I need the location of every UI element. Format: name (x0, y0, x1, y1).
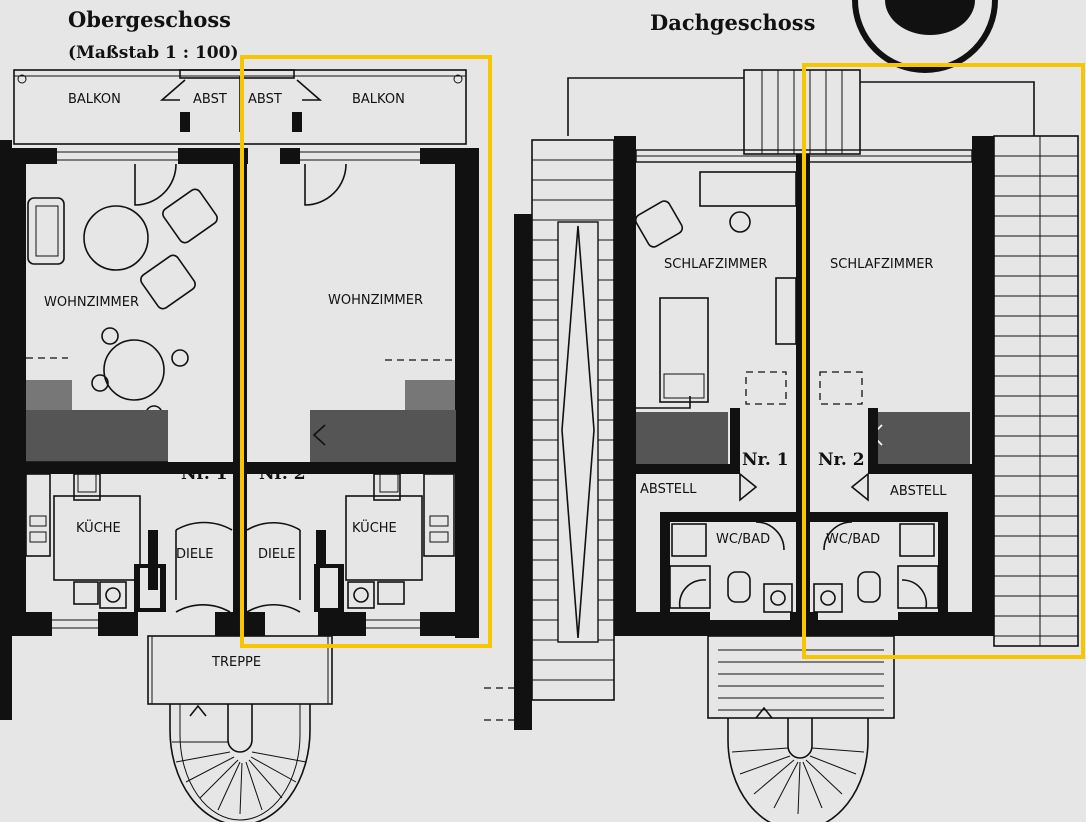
attic-floor-plan (484, 69, 1079, 822)
label-nr2-upper: Nr. 2 (259, 464, 306, 484)
stair-upper-right (310, 380, 456, 462)
title-dachgeschoss: Dachgeschoss (650, 10, 815, 35)
label-abst-left: ABST (193, 92, 227, 107)
label-kueche-right: KÜCHE (352, 519, 397, 536)
title-obergeschoss: Obergeschoss (68, 7, 231, 32)
upper-floor-plan (0, 69, 479, 822)
roof-slope-left (531, 139, 615, 701)
label-balkon-right: BALKON (352, 92, 405, 107)
label-wcbad-left: WC/BAD (716, 532, 770, 547)
label-kueche-left: KÜCHE (76, 519, 121, 536)
label-abst-right: ABST (248, 92, 282, 107)
label-abstell-right: ABSTELL (890, 484, 947, 499)
label-diele-left: DIELE (176, 547, 214, 562)
label-balkon-left: BALKON (68, 92, 121, 107)
roof-slope-right (993, 135, 1079, 647)
label-schlafzimmer-left: SCHLAFZIMMER (664, 257, 767, 272)
compass-circle-icon (852, 0, 998, 73)
spiral-stair-upper (169, 704, 311, 822)
label-schlafzimmer-right: SCHLAFZIMMER (830, 257, 933, 272)
highlight-upper-nr2 (240, 55, 492, 648)
label-nr1-attic: Nr. 1 (742, 450, 789, 470)
highlight-attic-nr2 (802, 63, 1085, 659)
label-diele-right: DIELE (258, 547, 296, 562)
label-nr2-attic: Nr. 2 (818, 450, 865, 470)
label-wohnzimmer-left: WOHNZIMMER (44, 295, 139, 310)
label-wohnzimmer-right: WOHNZIMMER (328, 293, 423, 308)
title-scale: (Maßstab 1 : 100) (68, 43, 239, 63)
label-nr1-upper: Nr. 1 (181, 464, 228, 484)
label-abstell-left: ABSTELL (640, 482, 697, 497)
stair-upper-left (26, 380, 168, 463)
label-wcbad-right: WC/BAD (826, 532, 880, 547)
spiral-stair-attic (727, 706, 869, 822)
label-treppe: TREPPE (211, 655, 261, 670)
